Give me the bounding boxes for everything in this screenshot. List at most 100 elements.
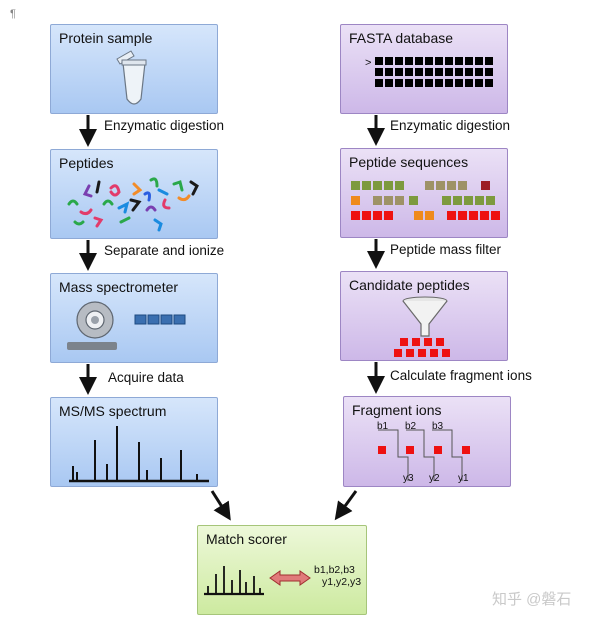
peptide-block (384, 211, 393, 220)
peptide-block (486, 196, 495, 205)
peptide-block (436, 181, 445, 190)
peptide-block (453, 196, 462, 205)
peptide-block (409, 196, 418, 205)
left-step-digestion: Enzymatic digestion (104, 118, 225, 133)
peptide-block (384, 196, 393, 205)
filter-funnel-icon (394, 296, 450, 357)
sequence-block (375, 79, 383, 87)
protein-sample-box: Protein sample (50, 24, 218, 114)
sequence-block (435, 79, 443, 87)
peptide-block (351, 181, 360, 190)
ion-label-b2: b2 (405, 421, 417, 432)
ion-label-b1: b1 (377, 421, 389, 432)
watermark: 知乎 @磐石 (492, 591, 572, 608)
peptide-block (458, 211, 467, 220)
sequence-block (475, 79, 483, 87)
sequence-block (415, 57, 423, 65)
peptide-block (362, 181, 371, 190)
peptide-block (373, 181, 382, 190)
sequence-block (425, 68, 433, 76)
right-step-calculate: Calculate fragment ions (390, 368, 532, 383)
fasta-database-box: FASTA database > (340, 24, 508, 114)
peptide-block (373, 211, 382, 220)
sequence-block (475, 68, 483, 76)
fragment-ions-title: Fragment ions (352, 402, 442, 418)
peptide-fragments-icon (67, 177, 199, 232)
peptide-block (458, 181, 467, 190)
peptide-block (395, 196, 404, 205)
sequence-block (375, 57, 383, 65)
fragment-ion-ladder: b1 b2 b3 y3 y2 y1 (377, 421, 470, 484)
sequence-block (475, 57, 483, 65)
sequence-block (455, 57, 463, 65)
sequence-block (385, 68, 393, 76)
peptide-block (425, 181, 434, 190)
peptide-block (384, 181, 393, 190)
right-step-mass-filter: Peptide mass filter (390, 242, 502, 257)
pilcrow-mark: ¶ (10, 8, 16, 20)
peptide-block (373, 196, 382, 205)
sequence-block (455, 68, 463, 76)
sequence-block (415, 79, 423, 87)
sequence-block (465, 68, 473, 76)
sequence-block (425, 79, 433, 87)
double-arrow-icon (269, 570, 311, 586)
sequence-block (485, 68, 493, 76)
peptides-box: Peptides (50, 149, 218, 239)
sequence-block (485, 79, 493, 87)
sequence-block (445, 79, 453, 87)
peptide-block (469, 211, 478, 220)
arrow-spectrum-to-scorer (210, 490, 231, 521)
peptide-block (447, 211, 456, 220)
sequence-block (395, 68, 403, 76)
peptide-sequence-blocks (351, 181, 500, 220)
peptide-sequences-box: Peptide sequences (340, 148, 508, 238)
y-ions-label: y1,y2,y3 (322, 576, 362, 588)
peptide-block (447, 181, 456, 190)
sequence-block (395, 79, 403, 87)
fragment-ions-box: Fragment ions b1 b2 b3 y3 y2 y1 (343, 396, 511, 487)
peptide-block (395, 181, 404, 190)
peptide-block (475, 196, 484, 205)
fasta-database-title: FASTA database (349, 30, 454, 46)
match-scorer-title: Match scorer (206, 531, 287, 547)
peptide-block (351, 196, 360, 205)
sequence-block (425, 57, 433, 65)
sequence-block (405, 79, 413, 87)
arrow-fragments-to-scorer (334, 490, 358, 521)
sequence-block (385, 79, 393, 87)
peptide-block (414, 211, 423, 220)
b-ions-label: b1,b2,b3 (314, 564, 355, 576)
sequence-block (375, 68, 383, 76)
right-step-digestion: Enzymatic digestion (390, 118, 511, 133)
spectrum-plot-icon (69, 426, 209, 483)
left-step-acquire: Acquire data (108, 370, 184, 385)
sequence-block (455, 79, 463, 87)
left-step-separate: Separate and ionize (104, 243, 225, 258)
sequence-block (445, 57, 453, 65)
sequence-block (435, 68, 443, 76)
sequence-block (485, 57, 493, 65)
msms-spectrum-title: MS/MS spectrum (59, 403, 167, 419)
ion-label-y2: y2 (429, 473, 440, 484)
sequence-block (405, 57, 413, 65)
sequence-block (465, 79, 473, 87)
candidate-peptides-box: Candidate peptides (340, 271, 508, 361)
mass-spectrometer-icon (67, 301, 186, 350)
peptide-block (351, 211, 360, 220)
peptide-block (464, 196, 473, 205)
mass-spectrometer-title: Mass spectrometer (59, 279, 179, 295)
ion-label-y1: y1 (458, 473, 469, 484)
peptide-block (442, 196, 451, 205)
peptide-block (425, 211, 434, 220)
sequence-block (385, 57, 393, 65)
peptide-block (480, 211, 489, 220)
sequence-block (435, 57, 443, 65)
candidate-peptides-title: Candidate peptides (349, 277, 470, 293)
msms-spectrum-box: MS/MS spectrum (50, 397, 218, 487)
sequence-block (415, 68, 423, 76)
ion-label-y3: y3 (403, 473, 414, 484)
sequence-block (445, 68, 453, 76)
test-tube-icon (116, 50, 147, 105)
sequence-block (395, 57, 403, 65)
